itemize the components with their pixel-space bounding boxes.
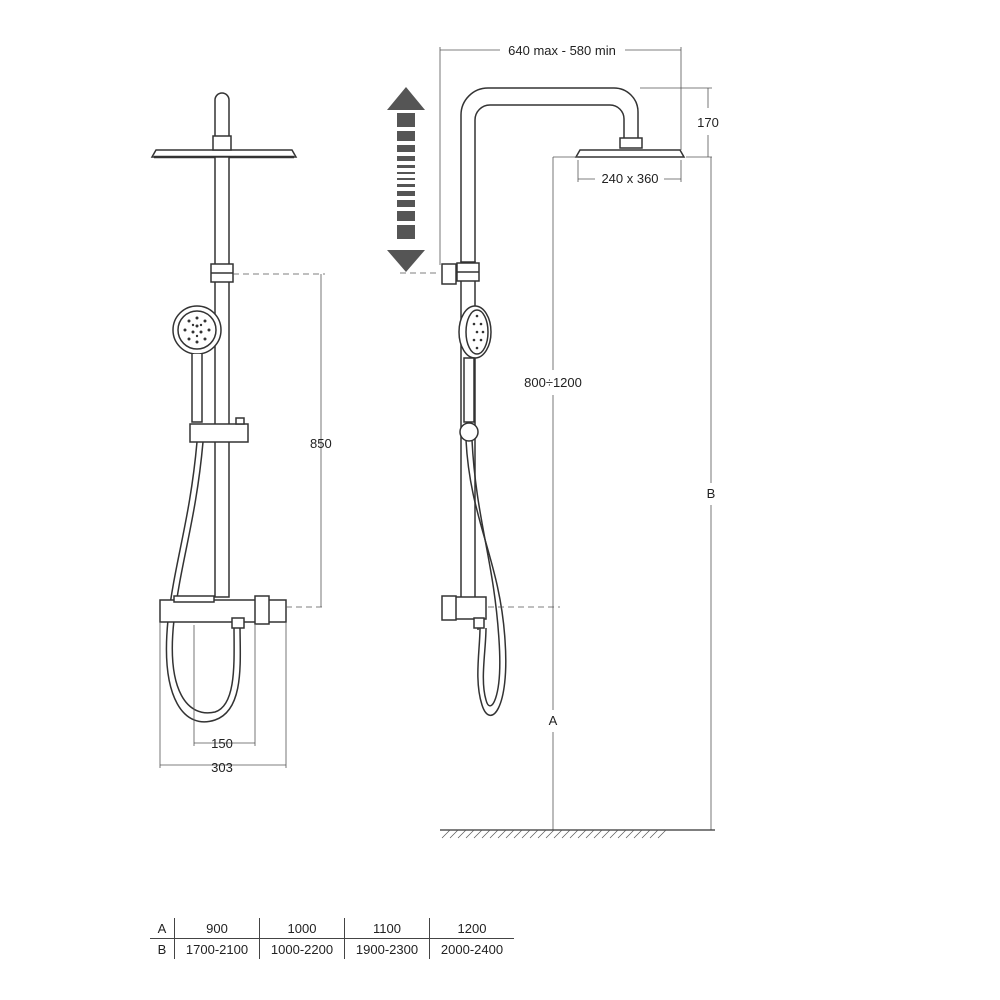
floor-hatching bbox=[441, 829, 667, 839]
side-hose bbox=[465, 439, 507, 716]
table-cell: 1000-2200 bbox=[259, 938, 345, 959]
mixer-width-label: 303 bbox=[211, 760, 233, 775]
height-adjust-arrow-icon bbox=[387, 87, 425, 272]
side-hand-shower-holes bbox=[472, 314, 485, 350]
row-label: B bbox=[150, 938, 175, 959]
front-dimensions bbox=[159, 273, 325, 768]
table-cell: 900 bbox=[174, 918, 260, 939]
table-cell: 1900-2300 bbox=[344, 938, 430, 959]
side-dimensions bbox=[400, 47, 715, 831]
arm-drop-label: 170 bbox=[697, 115, 719, 130]
front-hand-shower bbox=[172, 305, 222, 355]
side-view bbox=[441, 87, 686, 716]
front-view bbox=[150, 92, 298, 723]
row-label: A bbox=[150, 918, 175, 939]
table-row: A 900 1000 1100 1200 bbox=[150, 918, 514, 939]
inlet-spacing-label: 150 bbox=[211, 736, 233, 751]
side-hand-shower bbox=[458, 305, 492, 359]
side-mixer-body bbox=[453, 596, 487, 620]
table-cell: 1100 bbox=[344, 918, 430, 939]
table-cell: 2000-2400 bbox=[429, 938, 514, 959]
table-cell: 1000 bbox=[259, 918, 345, 939]
front-hand-shower-holes bbox=[183, 316, 211, 344]
width-range-label: 640 max - 580 min bbox=[508, 43, 616, 58]
side-slider-knob bbox=[459, 422, 479, 442]
side-shower-head bbox=[574, 149, 686, 158]
table-cell: 1200 bbox=[429, 918, 514, 939]
front-hand-handle bbox=[191, 354, 203, 423]
dimension-table: A 900 1000 1100 1200 B 1700-2100 1000-22… bbox=[150, 918, 514, 959]
front-head-connector bbox=[212, 135, 232, 151]
front-main-pipe bbox=[214, 156, 230, 598]
front-hose bbox=[165, 441, 242, 723]
a-dimension-label: A bbox=[549, 713, 558, 728]
bar-height-label: 850 bbox=[310, 436, 332, 451]
head-size-label: 240 x 360 bbox=[601, 171, 658, 186]
front-riser-top bbox=[214, 92, 230, 148]
side-height-clamp bbox=[441, 263, 457, 285]
front-slider-bracket bbox=[189, 423, 249, 443]
table-cell: 1700-2100 bbox=[185, 941, 249, 957]
side-shower-arm bbox=[460, 87, 639, 262]
hand-range-label: 800÷1200 bbox=[524, 375, 582, 390]
b-dimension-label: B bbox=[707, 486, 716, 501]
table-row: B 1700-2100 1000-2200 1900-2300 2000-240… bbox=[150, 938, 514, 959]
